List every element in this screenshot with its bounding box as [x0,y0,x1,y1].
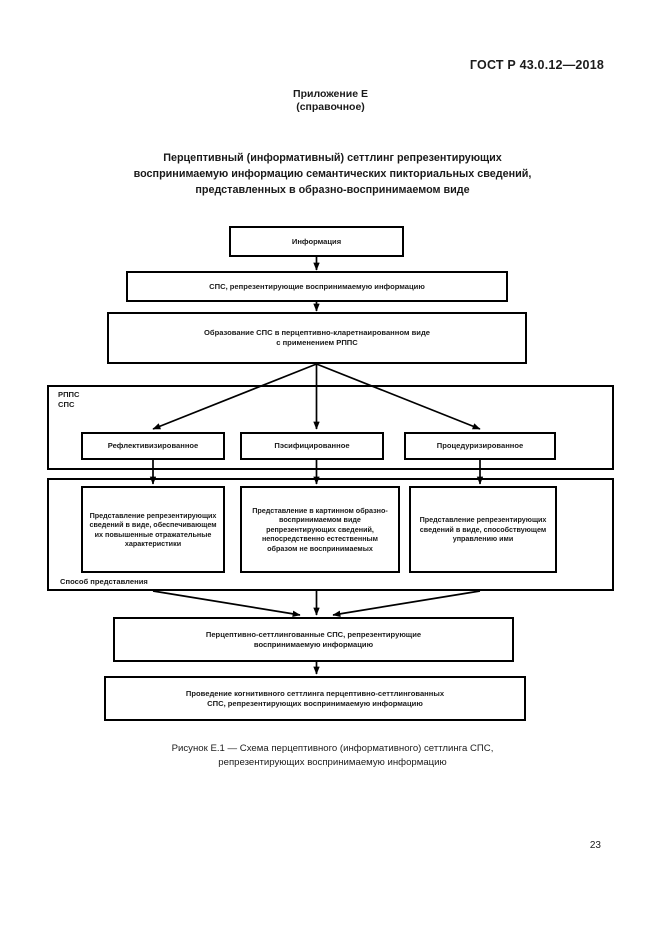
node-cognitive-settling-label: Проведение когнитивного сеттлинга перцеп… [186,689,444,709]
node-pacified: Пэсифицированное [240,432,384,460]
node-cognitive-settling-line-1: Проведение когнитивного сеттлинга перцеп… [185,688,445,698]
node-information: Информация [229,226,404,257]
node-sps-representing-information: СПС, репрезентирующие воспринимаемую инф… [126,271,508,302]
node-sps-formation-line-2: с применением РППС [276,338,358,347]
figure-caption-line-2: репрезентирующих воспринимаемую информац… [218,757,447,768]
node-reflective: Рефлективизированное [81,432,225,460]
appendix-kind: (справочное) [296,101,365,113]
node-representation-management-form: Представление репрезентирующих сведений … [409,486,557,573]
node-information-label: Информация [291,236,342,246]
node-cognitive-settling: Проведение когнитивного сеттлинга перцеп… [104,676,526,721]
node-representation-pictorial-form-label: Представление в картинном образно-воспри… [252,505,388,553]
node-procedural-label: Процедуризированное [436,441,524,450]
group-rpps-sps-label: РППС СПС [56,390,82,409]
group-rpps-sps [47,385,614,470]
node-representation-management-form-label: Представление репрезентирующих сведений … [419,515,547,544]
node-reflective-label: Рефлективизированное [107,441,199,450]
group-method-of-representation-label: Способ представления [58,577,150,587]
node-sps-formation-with-rpps-label: Образование СПС в перцептивно-кларетнаир… [204,328,430,348]
node-representation-reflective-characteristics-label: Представление репрезентирующих сведений … [89,510,217,548]
page-number: 23 [589,840,601,851]
node-representation-reflective-characteristics: Представление репрезентирующих сведений … [81,486,225,573]
node-sps-representing-information-label: СПС, репрезентирующие воспринимаемую инф… [209,281,425,291]
node-pacified-label: Пэсифицированное [274,441,350,450]
page-title-line-2: воспринимаемую информацию семантических … [133,168,532,180]
node-representation-pictorial-form: Представление в картинном образно-воспри… [240,486,400,573]
node-sps-formation-line-1: Образование СПС в перцептивно-кларетнаир… [204,328,430,337]
node-procedural: Процедуризированное [404,432,556,460]
appendix-heading: Приложение Е (справочное) [0,88,661,114]
group-method-of-representation [47,478,614,591]
appendix-name: Приложение Е [293,88,368,100]
node-perceptively-settled-line-2: воспринимаемую информацию [253,639,374,649]
node-perceptively-settled-line-1: Перцептивно-сеттлингованные СПС, репрезе… [205,629,422,639]
standard-code-header: ГОСТ Р 43.0.12—2018 [469,58,604,72]
node-perceptively-settled-sps-label: Перцептивно-сеттлингованные СПС, репрезе… [206,630,421,650]
node-cognitive-settling-line-2: СПС, репрезентирующих воспринимаемую инф… [207,698,423,708]
page-title: Перцептивный (информативный) сеттлинг ре… [60,150,605,198]
figure-caption-line-1: Рисунок Е.1 — Схема перцептивного (инфор… [171,743,494,754]
page-title-line-1: Перцептивный (информативный) сеттлинг ре… [163,152,502,164]
page-title-line-3: представленных в образно-воспринимаемом … [195,184,470,196]
figure-caption: Рисунок Е.1 — Схема перцептивного (инфор… [60,742,605,770]
node-perceptively-settled-sps: Перцептивно-сеттлингованные СПС, репрезе… [113,617,514,662]
node-sps-formation-with-rpps: Образование СПС в перцептивно-кларетнаир… [107,312,527,364]
